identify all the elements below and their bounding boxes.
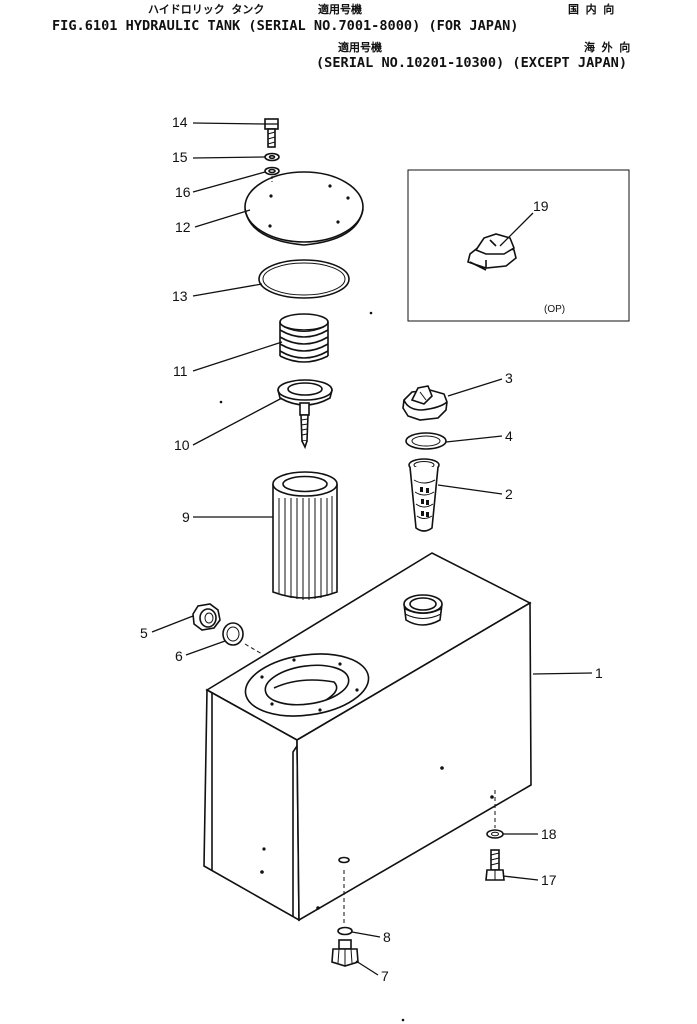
- part-6-ring: [222, 622, 244, 646]
- callout-12: 12: [175, 219, 191, 235]
- part-3-filler-cap: [402, 385, 448, 421]
- title-kana-name: ハイドロリック タンク: [148, 3, 264, 16]
- part-2-strainer: [408, 458, 440, 532]
- callout-16: 16: [175, 184, 191, 200]
- tank-filler-neck: [403, 594, 443, 626]
- part-12-cover-plate: [244, 171, 364, 246]
- part-18-washer: [486, 829, 504, 839]
- part-13-o-ring: [258, 259, 350, 299]
- title-kana-region-2: 海 外 向: [584, 40, 630, 54]
- callout-numbers: 14 15 16 12 13 11 10 9 3 4 2 5 6 1 18 17…: [140, 114, 603, 984]
- title-kana-serial-1: 適用号機: [318, 2, 362, 16]
- inset-note: (OP): [544, 304, 565, 315]
- leader-lines: [151, 122, 593, 976]
- callout-19: 19: [533, 198, 549, 214]
- part-4-gasket: [405, 432, 447, 450]
- callout-7: 7: [381, 968, 389, 984]
- part-10-valve: [277, 379, 333, 450]
- callout-9: 9: [182, 509, 190, 525]
- part-9-filter-element: [272, 471, 338, 600]
- part-1-hydraulic-tank: [203, 552, 532, 922]
- part-17-bolt: [485, 849, 505, 881]
- part-19-cap: [467, 233, 517, 271]
- inset-box-part-19: 19 (OP): [407, 169, 630, 322]
- part-5-plug: [192, 603, 221, 631]
- callout-4: 4: [505, 428, 513, 444]
- part-14-bolt: [264, 118, 279, 148]
- callout-2: 2: [505, 486, 513, 502]
- callout-6: 6: [175, 648, 183, 664]
- callout-18: 18: [541, 826, 557, 842]
- callout-11: 11: [173, 363, 188, 379]
- part-11-spring: [279, 313, 329, 363]
- part-8-o-ring: [337, 926, 353, 936]
- callout-15: 15: [172, 149, 188, 165]
- callout-1: 1: [595, 665, 603, 681]
- title-block: ハイドロリック タンク 適用号機 国 内 向 FIG.6101 HYDRAULI…: [52, 2, 630, 71]
- part-7-drain-plug: [331, 939, 359, 967]
- callout-10: 10: [174, 437, 190, 453]
- callout-3: 3: [505, 370, 513, 386]
- part-15-spring-washer: [264, 152, 280, 162]
- part-16-o-ring: [264, 166, 280, 176]
- callout-5: 5: [140, 625, 148, 641]
- callout-8: 8: [383, 929, 391, 945]
- callout-13: 13: [172, 288, 188, 304]
- title-kana-serial-2: 適用号機: [338, 40, 382, 54]
- title-line-1: FIG.6101 HYDRAULIC TANK (SERIAL NO.7001-…: [52, 18, 519, 34]
- title-kana-region-1: 国 内 向: [568, 2, 614, 16]
- callout-17: 17: [541, 872, 557, 888]
- title-line-2: (SERIAL NO.10201-10300) (EXCEPT JAPAN): [316, 55, 627, 71]
- callout-14: 14: [172, 114, 188, 130]
